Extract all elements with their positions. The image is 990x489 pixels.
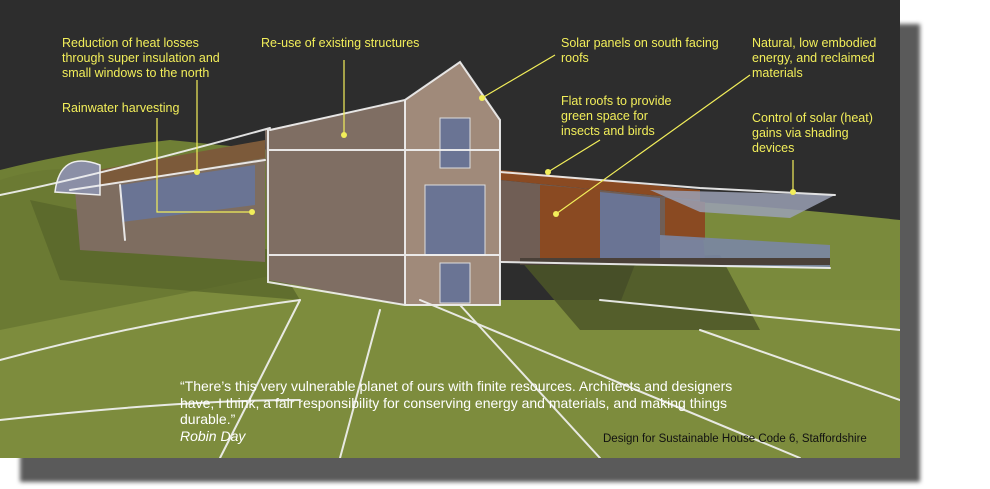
upper-window: [439, 117, 471, 169]
quote-author: Robin Day: [180, 427, 246, 444]
right-glazing: [600, 192, 660, 258]
label-materials: Natural, low embodied energy, and reclai…: [752, 36, 877, 80]
diagram-panel: Reduction of heat losses through super i…: [0, 0, 900, 458]
left-wing-glass: [120, 165, 255, 222]
leader-lines: [156, 54, 794, 215]
label-flat-roofs: Flat roofs to provide green space for in…: [561, 94, 672, 138]
mid-window: [424, 184, 486, 256]
label-reuse: Re-use of existing structures: [261, 36, 420, 50]
building-shadow: [520, 255, 760, 330]
main-block: [265, 100, 405, 305]
balcony-deck: [520, 258, 830, 265]
label-rainwater: Rainwater harvesting: [62, 101, 180, 115]
sketch-lines: [0, 60, 900, 458]
timber-cladding: [540, 185, 600, 260]
right-wing-roof: [500, 170, 700, 200]
label-heat-losses: Reduction of heat losses through super i…: [62, 36, 220, 80]
label-shading: Control of solar (heat) gains via shadin…: [752, 111, 873, 155]
left-wing-roof: [70, 140, 265, 190]
quote-text: “There’s this very vulnerable planet of …: [180, 378, 733, 427]
label-solar-panels: Solar panels on south facing roofs: [561, 36, 719, 65]
quote: “There’s this very vulnerable planet of …: [180, 378, 760, 444]
shading-louvres: [650, 190, 835, 218]
caption: Design for Sustainable House Code 6, Sta…: [603, 433, 867, 445]
lower-window: [439, 262, 471, 304]
house-illustration: [0, 54, 900, 458]
leader-dots: [194, 95, 796, 217]
